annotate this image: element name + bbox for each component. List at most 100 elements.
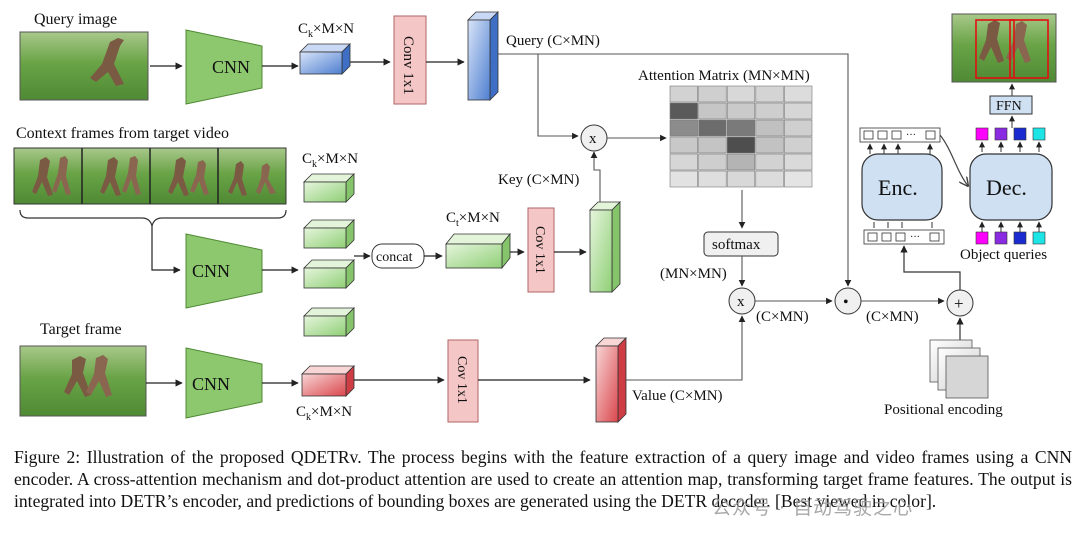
object-queries-label: Object queries [960, 247, 1047, 263]
attention-cell [726, 119, 756, 137]
attention-cell [669, 85, 698, 103]
kangaroo-icon [86, 355, 112, 397]
object-query-token [994, 127, 1008, 141]
value-multiply: x [728, 287, 756, 315]
target-feature-dims: Ck×M×N [296, 404, 352, 423]
attention-cell [784, 85, 813, 103]
attention-cell [755, 102, 784, 120]
object-query-token [1032, 127, 1046, 141]
kangaroo-icon [90, 38, 124, 86]
svg-text:x: x [589, 131, 597, 147]
positional-encoding-stack [929, 339, 989, 399]
detr-decoder: Dec. [969, 153, 1053, 221]
attention-cell [669, 119, 698, 137]
attention-cell [698, 136, 727, 154]
svg-text:···: ··· [906, 130, 916, 141]
svg-text:···: ··· [910, 232, 920, 243]
attention-cell [755, 85, 784, 103]
svg-text:Cov 1x1: Cov 1x1 [454, 356, 469, 404]
cnn-encoder-query: CNN [185, 29, 263, 105]
attention-cell [784, 119, 813, 137]
object-query-token [975, 231, 989, 245]
query-feature-block [299, 43, 351, 75]
query-image [19, 31, 149, 101]
attention-cell [726, 85, 756, 103]
context-frames-label: Context frames from target video [16, 125, 229, 142]
kangaroo-icon [979, 20, 1004, 63]
attention-cell [726, 153, 756, 171]
query-image-label: Query image [34, 11, 117, 28]
attention-cell [669, 153, 698, 171]
concat-feature-block [445, 232, 511, 270]
figure-caption: Figure 2: Illustration of the proposed Q… [14, 447, 1072, 511]
attention-cell [698, 153, 727, 171]
attention-cell [726, 170, 756, 188]
softmax-node: softmax [703, 231, 779, 257]
context-feature-dims: Ck×M×N [302, 151, 358, 170]
attention-cell [726, 102, 756, 120]
query-output-label: Query (C×MN) [506, 33, 600, 49]
attention-cell [784, 153, 813, 171]
watermark-text: 公众号 · 自动驾驶之心 [712, 497, 914, 519]
object-query-token [1013, 231, 1027, 245]
predicted-bounding-box [975, 19, 1015, 79]
encoder-input-tokens: ··· [863, 229, 945, 245]
attention-cell [669, 170, 698, 188]
dot-product-node: • [834, 287, 862, 315]
attention-cell [755, 119, 784, 137]
svg-text:CNN: CNN [192, 374, 230, 394]
after-dot-dims: (C×MN) [866, 309, 919, 325]
conv1x1-query: Conv 1x1 [393, 15, 427, 105]
attention-cell [755, 170, 784, 188]
attention-cell [755, 153, 784, 171]
key-projection-block [589, 201, 621, 293]
object-query-token [994, 231, 1008, 245]
positional-encoding-label: Positional encoding [884, 402, 1003, 418]
svg-text:x: x [737, 294, 745, 310]
cov1x1-key: Cov 1x1 [527, 207, 555, 293]
svg-text:•: • [843, 294, 849, 311]
key-output-label: Key (C×MN) [498, 172, 579, 188]
query-projection-block [467, 11, 499, 101]
add-positional-node: + [946, 289, 974, 317]
attention-cell [784, 102, 813, 120]
svg-text:CNN: CNN [192, 261, 230, 281]
attention-cell [698, 102, 727, 120]
svg-text:Cov 1x1: Cov 1x1 [532, 226, 547, 274]
context-frames-strip [13, 147, 287, 205]
after-multiply-dims: (C×MN) [756, 309, 809, 325]
target-frame-label: Target frame [40, 321, 122, 338]
qdetrv-diagram: Query image CNN Ck×M×N Conv 1x1 Query (C… [13, 11, 1057, 423]
value-output-label: Value (C×MN) [632, 388, 723, 404]
target-frame-image [19, 345, 147, 417]
ffn-node: FFN [989, 95, 1033, 115]
cross-attention-multiply: x [580, 124, 608, 152]
prediction-output-image [951, 13, 1057, 83]
context-feature-blocks [303, 173, 355, 337]
kangaroo-icon [64, 356, 91, 397]
svg-text:concat: concat [376, 250, 413, 265]
cnn-encoder-context: CNN [185, 233, 263, 309]
attention-cell [698, 119, 727, 137]
detr-encoder: Enc. [861, 153, 943, 221]
encoder-to-decoder-arrow [939, 134, 968, 186]
svg-text:softmax: softmax [712, 237, 761, 253]
encoder-output-tokens: ··· [859, 127, 941, 143]
cnn-encoder-target: CNN [185, 347, 263, 419]
concat-node: concat [371, 243, 425, 269]
svg-text:FFN: FFN [996, 99, 1022, 114]
target-feature-block [301, 365, 355, 397]
predicted-bounding-box [1009, 19, 1049, 79]
kangaroo-icon [1006, 21, 1031, 63]
attention-cell [669, 136, 698, 154]
attention-cell [698, 85, 727, 103]
softmax-dims: (MN×MN) [660, 266, 727, 282]
attention-cell [784, 136, 813, 154]
attention-matrix [669, 85, 813, 188]
concat-feature-dims: Ct×M×N [446, 210, 500, 229]
svg-text:Enc.: Enc. [878, 175, 918, 200]
value-projection-block [595, 337, 627, 423]
attention-cell [784, 170, 813, 188]
frames-bracket [19, 209, 287, 227]
svg-text:Conv 1x1: Conv 1x1 [400, 36, 416, 95]
